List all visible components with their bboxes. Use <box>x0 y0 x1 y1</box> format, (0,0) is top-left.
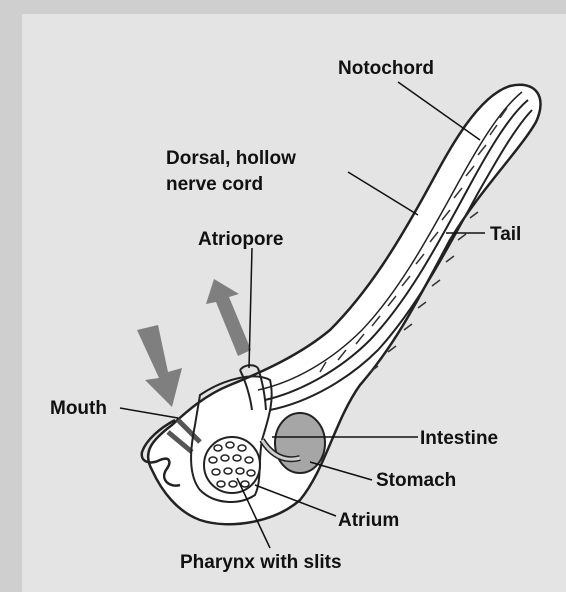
label-nerve-cord-line1: Dorsal, hollow <box>166 148 296 169</box>
label-mouth: Mouth <box>50 398 107 419</box>
label-notochord: Notochord <box>338 58 434 79</box>
label-atrium: Atrium <box>338 510 399 531</box>
label-tail: Tail <box>490 224 521 245</box>
label-intestine: Intestine <box>420 428 498 449</box>
label-pharynx: Pharynx with slits <box>180 552 342 573</box>
label-atriopore: Atriopore <box>198 229 284 250</box>
pharynx <box>204 437 260 493</box>
label-stomach: Stomach <box>376 470 456 491</box>
label-nerve-cord-line2: nerve cord <box>166 174 263 195</box>
